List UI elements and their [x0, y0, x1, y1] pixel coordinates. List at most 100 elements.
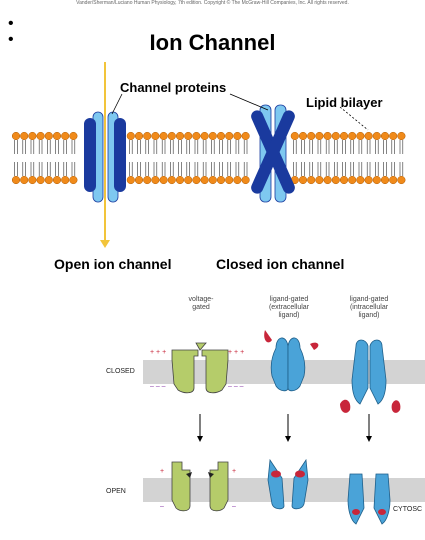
lipid-head: [184, 175, 193, 185]
lipid-head: [167, 175, 176, 185]
header-ligand-intracellular: ligand-gated (intracellular ligand): [338, 296, 400, 320]
lipid-head: [200, 131, 209, 141]
open-ion-channel: [84, 62, 126, 248]
lipid-head: [216, 175, 226, 185]
lipid-head: [134, 175, 144, 185]
lipid-head: [380, 131, 390, 141]
lipid-head: [126, 175, 135, 185]
lipid-head: [44, 175, 53, 185]
minus-charge-open-right: –: [232, 503, 236, 510]
lipid-head: [11, 175, 21, 185]
lipid-head: [11, 131, 21, 141]
open-channel-protein-dark-right: [114, 118, 126, 192]
lipid-head: [225, 131, 234, 141]
lipid-head: [36, 175, 45, 185]
header-ligand-extracellular-line-2: (extracellular: [268, 304, 310, 311]
lipid-head: [126, 131, 135, 141]
lipid-head: [225, 175, 234, 185]
lipid-head: [298, 131, 308, 141]
label-channel-proteins: Channel proteins: [120, 80, 227, 95]
lipid-head: [134, 131, 144, 141]
lipid-head: [290, 131, 299, 141]
header-ligand-extracellular-line-1: ligand-gated: [269, 296, 309, 303]
lipid-head: [315, 175, 324, 185]
lipid-head: [331, 131, 340, 141]
label-cytosol: CYTOSC: [393, 506, 423, 513]
pointer-line-open: [111, 93, 123, 115]
header-ligand-intracellular-line-1: ligand-gated: [349, 296, 389, 303]
lipid-bilayer: [11, 131, 406, 185]
plus-charge-open-right: +: [232, 468, 237, 475]
lipid-head: [307, 175, 316, 185]
header-ligand-intracellular-line-3: ligand): [358, 312, 380, 319]
transition-arrows: [197, 414, 372, 442]
lipid-head: [372, 175, 381, 185]
ligand-intracellular-closed: [340, 339, 401, 413]
lipid-head: [241, 131, 250, 141]
lipid-head: [389, 175, 398, 185]
lipid-head: [28, 175, 37, 185]
lipid-head: [380, 175, 390, 185]
lipid-head: [339, 131, 349, 141]
header-ligand-extracellular-line-3: ligand): [278, 312, 300, 319]
lipid-head: [331, 175, 340, 185]
header-ligand-intracellular-line-2: (intracellular: [349, 304, 389, 311]
lipid-head: [69, 175, 78, 185]
bullet-2: •: [8, 31, 14, 48]
lipid-head: [364, 131, 373, 141]
bullet-1: •: [8, 15, 14, 32]
lipid-head: [61, 175, 70, 185]
plus-charge-open-left: +: [160, 468, 165, 475]
voltage-gated-open: [171, 461, 229, 512]
lipid-head: [339, 175, 349, 185]
caption-open-ion-channel: Open ion channel: [54, 256, 172, 272]
copyright-line: Vander/Sherman/Luciano Human Physiology,…: [76, 0, 349, 6]
lipid-head: [69, 131, 78, 141]
open-channel-protein-dark-left: [84, 118, 96, 192]
lipid-head: [389, 131, 398, 141]
lipid-head: [52, 131, 62, 141]
row-label-closed: CLOSED: [106, 368, 135, 375]
lipid-head: [315, 131, 324, 141]
header-ligand-extracellular: ligand-gated (extracellular ligand): [258, 296, 320, 320]
header-voltage-gated-line-2: gated: [192, 304, 210, 311]
lipid-head: [233, 131, 242, 141]
label-lipid-bilayer: Lipid bilayer: [306, 95, 383, 110]
lipid-head: [192, 131, 201, 141]
lipid-head: [348, 175, 357, 185]
lipid-head: [192, 175, 201, 185]
lipid-head: [216, 131, 226, 141]
row-label-open: OPEN: [106, 488, 126, 495]
ion-path-arrow: [100, 240, 110, 248]
lipid-head: [184, 131, 193, 141]
caption-closed-ion-channel: Closed ion channel: [216, 256, 345, 272]
lipid-head: [307, 131, 316, 141]
lipid-head: [323, 175, 332, 185]
lipid-head: [36, 131, 45, 141]
lipid-head: [159, 131, 168, 141]
lipid-head: [200, 175, 209, 185]
lipid-head: [151, 131, 160, 141]
plus-charges-right: + + +: [228, 349, 245, 356]
page-title: Ion Channel: [149, 30, 276, 55]
lipid-head: [348, 131, 357, 141]
lipid-head: [20, 175, 29, 185]
ligand-extracellular-closed: [264, 330, 319, 392]
minus-charges-left: – – –: [150, 383, 166, 390]
ligand-intracellular-open: [347, 473, 391, 525]
closed-ion-channel: [251, 104, 295, 203]
lipid-head: [143, 175, 152, 185]
lipid-head: [356, 131, 365, 141]
lipid-head: [397, 175, 406, 185]
lipid-head: [44, 131, 53, 141]
lipid-head: [372, 131, 381, 141]
lipid-head: [159, 175, 168, 185]
pointer-line-closed: [229, 93, 269, 111]
lipid-head: [175, 131, 185, 141]
lipid-head: [143, 131, 152, 141]
header-voltage-gated: voltage- gated: [176, 296, 226, 312]
header-voltage-gated-line-1: voltage-: [188, 296, 214, 303]
ligand-extracellular-open: [267, 458, 309, 510]
lipid-head: [208, 175, 217, 185]
